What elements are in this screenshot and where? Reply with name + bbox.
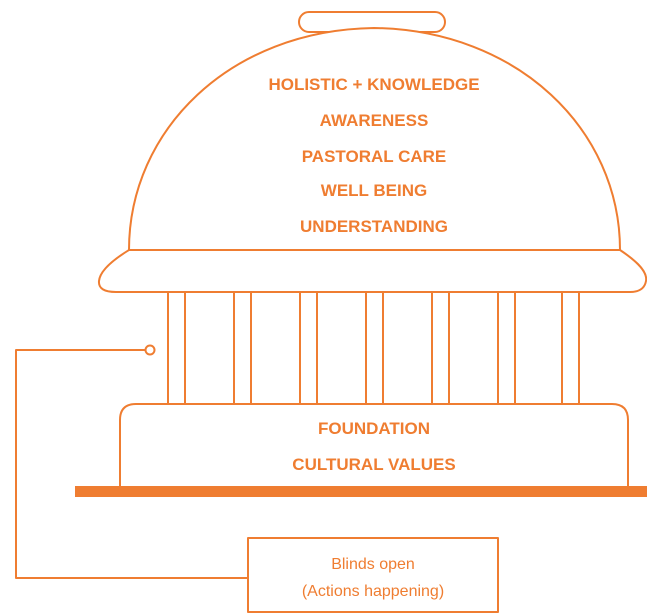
- pillar: [233, 291, 252, 405]
- foundation-text-group: FOUNDATION CULTURAL VALUES: [292, 419, 455, 474]
- pillar: [299, 291, 318, 405]
- callout-text-group: Blinds open (Actions happening): [302, 556, 444, 600]
- dome-line-holistic-knowledge: HOLISTIC + KNOWLEDGE: [268, 75, 479, 94]
- callout-line-actions-happening: (Actions happening): [302, 583, 444, 600]
- dome-line-pastoral-care: PASTORAL CARE: [302, 147, 447, 166]
- pillars: [167, 291, 580, 405]
- dome-line-understanding: UNDERSTANDING: [300, 217, 448, 236]
- foundation-base: [119, 403, 629, 488]
- dome-brim: [97, 249, 647, 293]
- pillar: [497, 291, 516, 405]
- foundation-line-cultural-values: CULTURAL VALUES: [292, 455, 455, 474]
- dome-line-awareness: AWARENESS: [320, 111, 429, 130]
- pillar: [167, 291, 186, 405]
- pillar: [365, 291, 384, 405]
- ground-bar: [75, 486, 647, 497]
- dome-body: [128, 27, 621, 251]
- pillar: [431, 291, 450, 405]
- pillar: [561, 291, 580, 405]
- callout-line-blinds-open: Blinds open: [331, 556, 415, 573]
- foundation-line-foundation: FOUNDATION: [318, 419, 430, 438]
- connector-node: [144, 344, 156, 356]
- dome-text-group: HOLISTIC + KNOWLEDGE AWARENESS PASTORAL …: [268, 75, 479, 236]
- dome-line-well-being: WELL BEING: [321, 181, 427, 200]
- callout-box: [247, 537, 499, 613]
- connector-line: [15, 349, 249, 579]
